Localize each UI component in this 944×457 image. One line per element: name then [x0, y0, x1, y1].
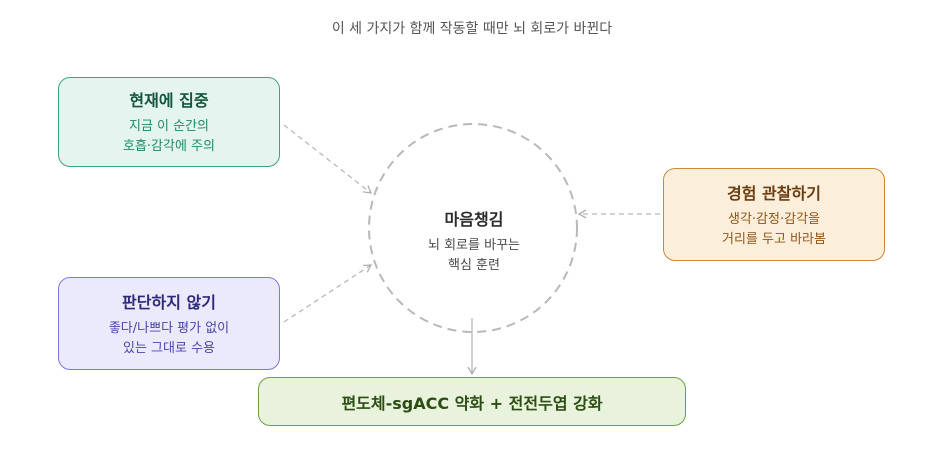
- observe-line-2: 거리를 두고 바라봄: [722, 231, 826, 247]
- observe-line-1: 생각·감정·감각을: [728, 211, 820, 227]
- nonjudge-line-1: 좋다/나쁘다 평가 없이: [108, 320, 230, 336]
- diagram-title: 이 세 가지가 함께 작동할 때만 뇌 회로가 바뀐다: [331, 21, 613, 37]
- result-title: 편도체-sgACC 약화 + 전전두엽 강화: [341, 393, 603, 413]
- observe-title: 경험 관찰하기: [727, 183, 821, 203]
- center-circle: [368, 123, 578, 333]
- observe-box: 경험 관찰하기 생각·감정·감각을 거리를 두고 바라봄: [663, 168, 885, 261]
- center-title: 마음챙김: [444, 210, 504, 229]
- center-label: 마음챙김 뇌 회로를 바꾸는 핵심 훈련: [374, 206, 574, 276]
- result-box: 편도체-sgACC 약화 + 전전두엽 강화: [258, 377, 686, 426]
- focus-box: 현재에 집중 지금 이 순간의 호흡·감각에 주의: [58, 77, 280, 167]
- nonjudge-title: 판단하지 않기: [122, 292, 216, 312]
- nonjudge-line-2: 있는 그대로 수용: [123, 340, 215, 356]
- focus-line-1: 지금 이 순간의: [128, 119, 210, 134]
- nonjudge-box: 판단하지 않기 좋다/나쁘다 평가 없이 있는 그대로 수용: [58, 277, 280, 370]
- focus-line-2: 호흡·감각에 주의: [123, 139, 215, 154]
- arrow-nonjudge-to-center: [283, 264, 373, 323]
- arrow-focus-to-center: [283, 124, 373, 194]
- center-line-1: 뇌 회로를 바꾸는: [428, 238, 520, 253]
- focus-title: 현재에 집중: [129, 91, 209, 110]
- center-line-2: 핵심 훈련: [448, 258, 500, 273]
